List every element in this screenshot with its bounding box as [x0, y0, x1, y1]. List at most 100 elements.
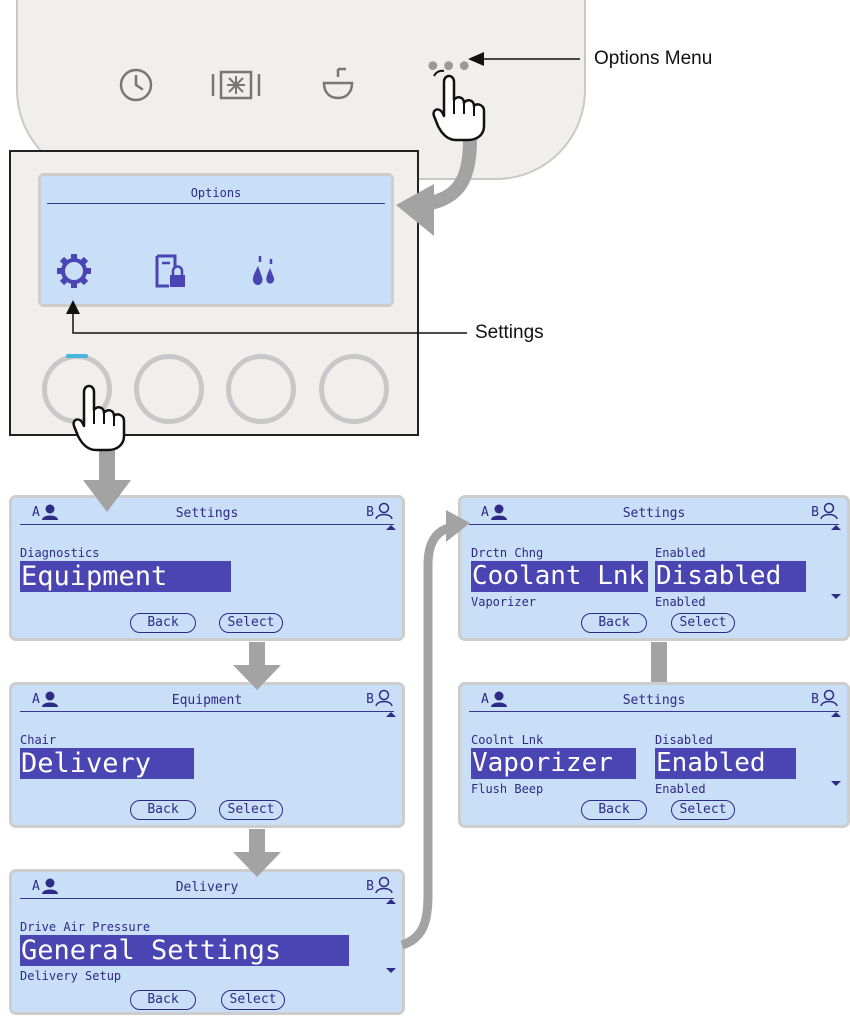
scroll-down-icon [386, 968, 396, 973]
options-screen: Options [38, 173, 394, 307]
back-button[interactable]: Back [130, 800, 196, 820]
lcd-settings-vaporizer-screen: A Settings B Coolnt Lnk Disabled Vaporiz… [458, 682, 850, 828]
setting-selected-value[interactable]: Enabled [655, 748, 796, 779]
options-menu-callout-line [468, 52, 580, 66]
screen-title: Settings [175, 506, 239, 521]
lcd-header: A Settings B [20, 502, 394, 525]
screen-title: Equipment [171, 693, 243, 708]
user-filled-icon [41, 691, 58, 707]
menu-item-below: Delivery Setup [20, 969, 122, 983]
lock-device-icon[interactable] [153, 254, 187, 295]
user-b[interactable]: B [366, 502, 394, 520]
menu-item-selected[interactable]: General Settings [20, 935, 349, 966]
lcd-header: A Settings B [469, 502, 839, 525]
user-outline-icon [375, 876, 393, 894]
flow-arrow-to-settings [83, 448, 131, 512]
lcd-header: A Equipment B [20, 689, 394, 712]
scroll-down-icon [831, 781, 841, 786]
select-button[interactable]: Select [219, 800, 283, 820]
menu-item-above: Chair [20, 733, 57, 747]
drops-icon[interactable] [249, 252, 279, 293]
lcd-equipment-screen: A Equipment B Chair Delivery Back Select [9, 682, 405, 828]
back-button[interactable]: Back [581, 800, 647, 820]
lcd-header: A Settings B [469, 689, 839, 712]
soft-button-2[interactable] [134, 354, 204, 424]
menu-item-selected[interactable]: Delivery [20, 748, 194, 779]
back-button[interactable]: Back [130, 613, 196, 633]
back-button[interactable]: Back [130, 990, 196, 1010]
lcd-settings-screen: A Settings B Diagnostics Equipment Back … [9, 495, 405, 641]
menu-item-above: Diagnostics [20, 546, 100, 560]
clock-icon[interactable] [116, 65, 156, 105]
user-b[interactable]: B [366, 689, 394, 707]
select-button[interactable]: Select [671, 800, 735, 820]
user-a[interactable]: A [481, 504, 509, 520]
flow-connector-vaporizer [651, 642, 667, 682]
scroll-up-icon [386, 899, 396, 904]
scroll-up-icon [831, 525, 841, 530]
gear-icon[interactable] [57, 254, 91, 293]
scroll-up-icon [386, 525, 396, 530]
user-a[interactable]: A [32, 504, 60, 520]
user-a-label: A [32, 879, 40, 894]
scroll-down-icon [831, 594, 841, 599]
setting-above-value: Enabled [655, 546, 706, 560]
user-a[interactable]: A [481, 691, 509, 707]
scroll-up-icon [386, 712, 396, 717]
settings-callout-line [66, 300, 467, 334]
user-a-label: A [32, 505, 40, 520]
flow-arrow-to-equipment [233, 642, 281, 690]
user-a[interactable]: A [32, 878, 60, 894]
setting-below-name: Flush Beep [471, 782, 544, 796]
pointing-hand-icon [432, 69, 486, 142]
setting-above-name: Coolnt Lnk [471, 733, 544, 747]
user-filled-icon [490, 504, 507, 520]
lcd-header: A Delivery B [20, 876, 394, 899]
setting-selected-name[interactable]: Vaporizer [471, 748, 636, 779]
user-b-label: B [366, 879, 374, 894]
select-button[interactable]: Select [219, 613, 283, 633]
setting-below-value: Enabled [655, 782, 706, 796]
select-button[interactable]: Select [221, 990, 285, 1010]
user-outline-icon [375, 502, 393, 520]
user-a-label: A [32, 692, 40, 707]
settings-callout: Settings [475, 322, 544, 343]
flow-arrow-to-delivery [233, 829, 281, 877]
setting-selected-name[interactable]: Coolant Lnk [471, 561, 648, 592]
setting-below-value: Enabled [655, 595, 706, 609]
scroll-up-icon [831, 712, 841, 717]
heater-icon[interactable] [210, 65, 262, 105]
screen-title: Delivery [175, 880, 239, 895]
pointing-hand-icon [72, 384, 126, 452]
screen-title: Settings [622, 693, 686, 708]
options-title: Options [190, 186, 242, 200]
menu-item-selected[interactable]: Equipment [20, 561, 231, 592]
options-divider [47, 203, 385, 204]
user-b-label: B [811, 505, 819, 520]
user-filled-icon [41, 504, 58, 520]
setting-above-value: Disabled [655, 733, 713, 747]
user-outline-icon [820, 502, 838, 520]
flow-arrow-to-general-settings [400, 510, 470, 950]
user-a[interactable]: A [32, 691, 60, 707]
options-menu-callout: Options Menu [594, 48, 713, 69]
user-b[interactable]: B [811, 502, 839, 520]
lcd-delivery-screen: A Delivery B Drive Air Pressure General … [9, 869, 405, 1015]
soft-button-3[interactable] [226, 354, 296, 424]
select-button[interactable]: Select [671, 613, 735, 633]
user-b-label: B [366, 692, 374, 707]
setting-above-name: Drctn Chng [471, 546, 544, 560]
soft-button-4[interactable] [319, 354, 389, 424]
lcd-settings-coolant-screen: A Settings B Drctn Chng Enabled Coolant … [458, 495, 850, 641]
setting-selected-value[interactable]: Disabled [655, 561, 806, 592]
button-indicator-light [66, 354, 88, 358]
user-a-label: A [481, 692, 489, 707]
back-button[interactable]: Back [581, 613, 647, 633]
cup-fill-icon[interactable] [318, 63, 358, 103]
user-a-label: A [481, 505, 489, 520]
user-b[interactable]: B [811, 689, 839, 707]
user-b[interactable]: B [366, 876, 394, 894]
user-filled-icon [490, 691, 507, 707]
flow-arrow-to-options [396, 139, 477, 236]
